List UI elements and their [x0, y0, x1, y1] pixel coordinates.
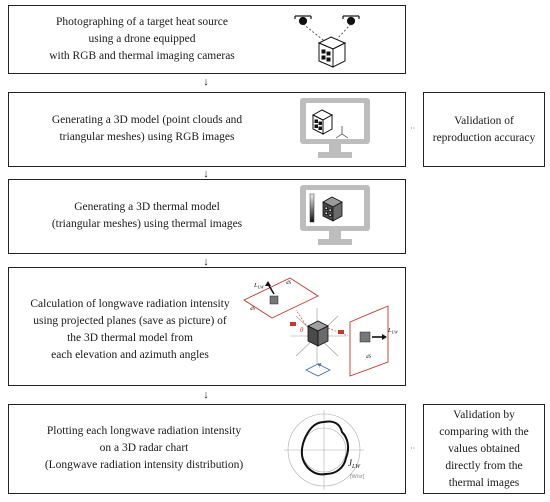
label-j-lw-sub: LW: [351, 464, 361, 470]
monitor-rgb-model-icon: [300, 98, 370, 158]
thermal-cube-icon: [307, 320, 329, 347]
label-j-lw: J: [348, 458, 353, 468]
camera-icon-2: [338, 330, 344, 334]
step-5-line-1: Plotting each longwave radiation intensi…: [46, 425, 242, 437]
label-j-lw-unit: [W/sr]: [350, 474, 365, 480]
label-ds-top: dS: [286, 281, 292, 286]
side-box-2-line-4: directly from the: [445, 460, 523, 472]
step-5-line-3: (Longwave radiation intensity distributi…: [44, 459, 244, 471]
label-l-lw-right-sub: LW: [391, 330, 399, 335]
step-4-line-2: using projected planes (save as picture)…: [33, 315, 227, 327]
svg-text:LLW: LLW: [253, 282, 265, 290]
label-l-lw-top-sub: LW: [257, 285, 265, 290]
arrow-down-2: ↓: [203, 168, 209, 180]
side-box-1: [423, 92, 545, 167]
arrow-down-4: ↓: [203, 389, 209, 401]
drone-icon: [294, 15, 360, 26]
step-4-line-1: Calculation of longwave radiation intens…: [30, 298, 230, 310]
svg-text:JLW: JLW: [348, 458, 361, 470]
step-4-box: [8, 267, 406, 386]
projection-plane-right: [349, 305, 389, 377]
step-1-text: Photographing of a target heat source us…: [18, 14, 266, 65]
projection-planes-illustration: LLW dS dS LLW dS θ φ: [243, 277, 399, 377]
side-box-2-line-2: comparing with the: [439, 426, 529, 438]
side-box-2: [423, 404, 545, 494]
camera-icon: [290, 322, 296, 326]
connector-dots-2: ··: [410, 444, 416, 453]
svg-text:LLW: LLW: [387, 327, 399, 335]
step-4-line-4: each elevation and azimuth angles: [51, 349, 209, 361]
arrow-down-3: ↓: [203, 256, 209, 268]
label-l-lw-top: L: [253, 282, 258, 289]
step-2-text: Generating a 3D model (point clouds and …: [14, 112, 280, 146]
side-box-2-line-5: thermal images: [448, 477, 520, 489]
projection-plane-top: [243, 277, 319, 319]
step-5-line-2: on a 3D radar chart: [99, 442, 189, 454]
step-1-line-2: using a drone equipped: [88, 33, 196, 45]
step-1-line-3: with RGB and thermal imaging cameras: [49, 50, 235, 62]
side-box-2-line-3: values obtained: [448, 443, 520, 455]
side-box-2-text: Validation by comparing with the values …: [425, 407, 543, 492]
connector-dots-1: ··: [410, 124, 416, 133]
label-ds-top-2: dS: [250, 307, 256, 312]
arrow-down-1: ↓: [203, 76, 209, 88]
label-ds-right: dS: [366, 355, 372, 360]
label-theta: θ: [300, 326, 304, 334]
step-3-line-2: (triangular meshes) using thermal images: [51, 218, 243, 230]
projection-plane-bottom: [305, 363, 331, 377]
side-box-2-line-1: Validation by: [453, 409, 515, 421]
step-5-text: Plotting each longwave radiation intensi…: [12, 423, 276, 474]
step-3-line-1: Generating a 3D thermal model: [74, 201, 220, 213]
radar-distribution-curve: [300, 420, 350, 476]
side-box-1-line-1: Validation of: [454, 115, 514, 127]
side-box-1-line-2: reproduction accuracy: [432, 132, 536, 144]
side-box-1-text: Validation of reproduction accuracy: [425, 113, 543, 147]
thermal-scale-bar: [309, 193, 315, 223]
monitor-thermal-model-icon: [300, 185, 370, 245]
step-5-box: [8, 404, 406, 494]
step-2-line-1: Generating a 3D model (point clouds and: [51, 114, 243, 126]
drone-cube-illustration: [294, 15, 360, 68]
label-l-lw-right: L: [387, 327, 392, 334]
step-1-line-1: Photographing of a target heat source: [56, 16, 228, 28]
step-4-text: Calculation of longwave radiation intens…: [12, 296, 248, 364]
radar-chart-illustration: JLW [W/sr]: [284, 410, 365, 490]
step-4-line-3: the 3D thermal model from: [67, 332, 193, 344]
step-1-box: [8, 5, 406, 74]
step-3-text: Generating a 3D thermal model (triangula…: [14, 199, 280, 233]
step-2-line-2: triangular meshes) using RGB images: [59, 131, 235, 143]
cube-icon: [317, 36, 347, 68]
